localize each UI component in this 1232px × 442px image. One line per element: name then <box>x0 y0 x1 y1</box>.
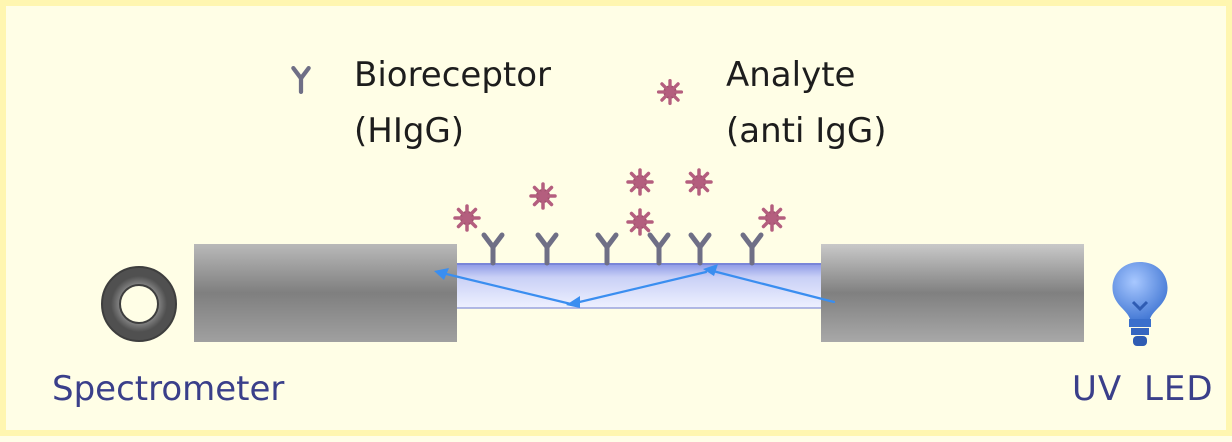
diagram-graphics <box>101 6 1168 346</box>
left-fiber-block <box>194 244 457 342</box>
legend-bioreceptor-label-line1: Bioreceptor <box>354 55 552 95</box>
legend-analyte-label-line1: Analyte <box>726 55 856 95</box>
legend-analyte-icon <box>656 78 684 106</box>
light-bulb-icon <box>1112 262 1168 346</box>
spectrometer-icon <box>101 266 177 342</box>
uv-led-label: UV LED <box>1072 369 1214 409</box>
legend-bioreceptor-label-line2: (HIgG) <box>354 111 465 151</box>
legend-analyte-label-line2: (anti IgG) <box>726 111 887 151</box>
legend-bioreceptor-icon <box>293 68 308 92</box>
fiber-sensing-region <box>457 264 821 308</box>
right-fiber-block <box>821 244 1084 342</box>
bioreceptor-layer <box>484 235 761 263</box>
light-ray-path <box>436 268 836 306</box>
spectrometer-label: Spectrometer <box>52 369 285 409</box>
analyte-particles <box>453 168 786 236</box>
